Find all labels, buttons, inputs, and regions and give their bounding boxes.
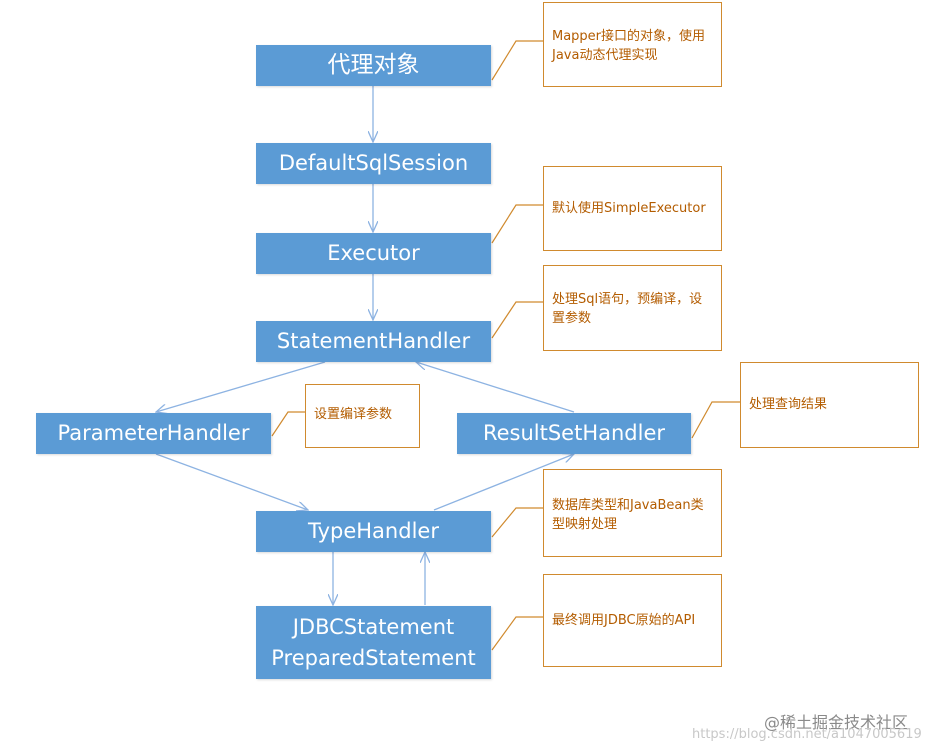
node-executor-label: Executor [327,241,420,265]
node-typehandler-label: TypeHandler [308,519,439,543]
note-parameterhandler-text: 设置编译参数 [314,407,393,422]
note-jdbc-text: 最终调用JDBC原始的API [552,613,696,628]
note-typehandler: 数据库类型和JavaBean类型映射处理 [543,469,722,557]
node-statementhandler: StatementHandler [256,321,491,362]
note-statementhandler-text: 处理Sql语句，预编译，设置参数 [552,292,703,326]
note-executor: 默认使用SimpleExecutor [543,166,722,251]
note-jdbc: 最终调用JDBC原始的API [543,574,722,667]
note-typehandler-text: 数据库类型和JavaBean类型映射处理 [552,498,704,532]
arrow-statement-to-parameter [156,361,326,412]
leader-proxy [491,40,543,81]
node-executor: Executor [256,233,491,274]
note-statementhandler: 处理Sql语句，预编译，设置参数 [543,265,722,351]
node-parameterhandler: ParameterHandler [36,413,271,454]
leader-executor [491,204,543,244]
node-jdbc-line1: JDBCStatement [292,614,455,639]
watermark-brand: @稀土掘金技术社区 [764,713,909,732]
node-proxy: 代理对象 [256,45,491,86]
leader-resultset [691,401,740,439]
arrow-typehandler-to-resultset [433,454,574,511]
node-proxy-label: 代理对象 [327,52,420,78]
node-parameterhandler-label: ParameterHandler [57,421,250,445]
note-parameterhandler: 设置编译参数 [305,384,420,448]
node-jdbc-statement: JDBCStatement PreparedStatement [256,606,491,679]
note-resultsethandler: 处理查询结果 [740,362,919,448]
leader-parameter [271,411,305,437]
note-executor-text: 默认使用SimpleExecutor [552,201,706,216]
arrow-resultset-to-statement [416,362,575,413]
node-resultsethandler-label: ResultSetHandler [482,421,666,445]
node-resultsethandler: ResultSetHandler [457,413,691,454]
leader-jdbc [491,616,543,651]
note-proxy: Mapper接口的对象，使用Java动态代理实现 [543,2,722,87]
note-proxy-text: Mapper接口的对象，使用Java动态代理实现 [552,29,706,63]
watermark-url: https://blog.csdn.net/a1047005619 [692,727,922,742]
node-statementhandler-label: StatementHandler [276,329,471,353]
node-defaultsqlsession-label: DefaultSqlSession [278,151,469,175]
leader-statement [491,301,543,339]
arrow-parameter-to-typehandler [155,453,308,510]
node-defaultsqlsession: DefaultSqlSession [256,143,491,184]
node-typehandler: TypeHandler [256,511,491,552]
note-resultsethandler-text: 处理查询结果 [749,397,828,412]
leader-typehandler [491,507,543,538]
node-jdbc-line2: PreparedStatement [271,645,476,670]
